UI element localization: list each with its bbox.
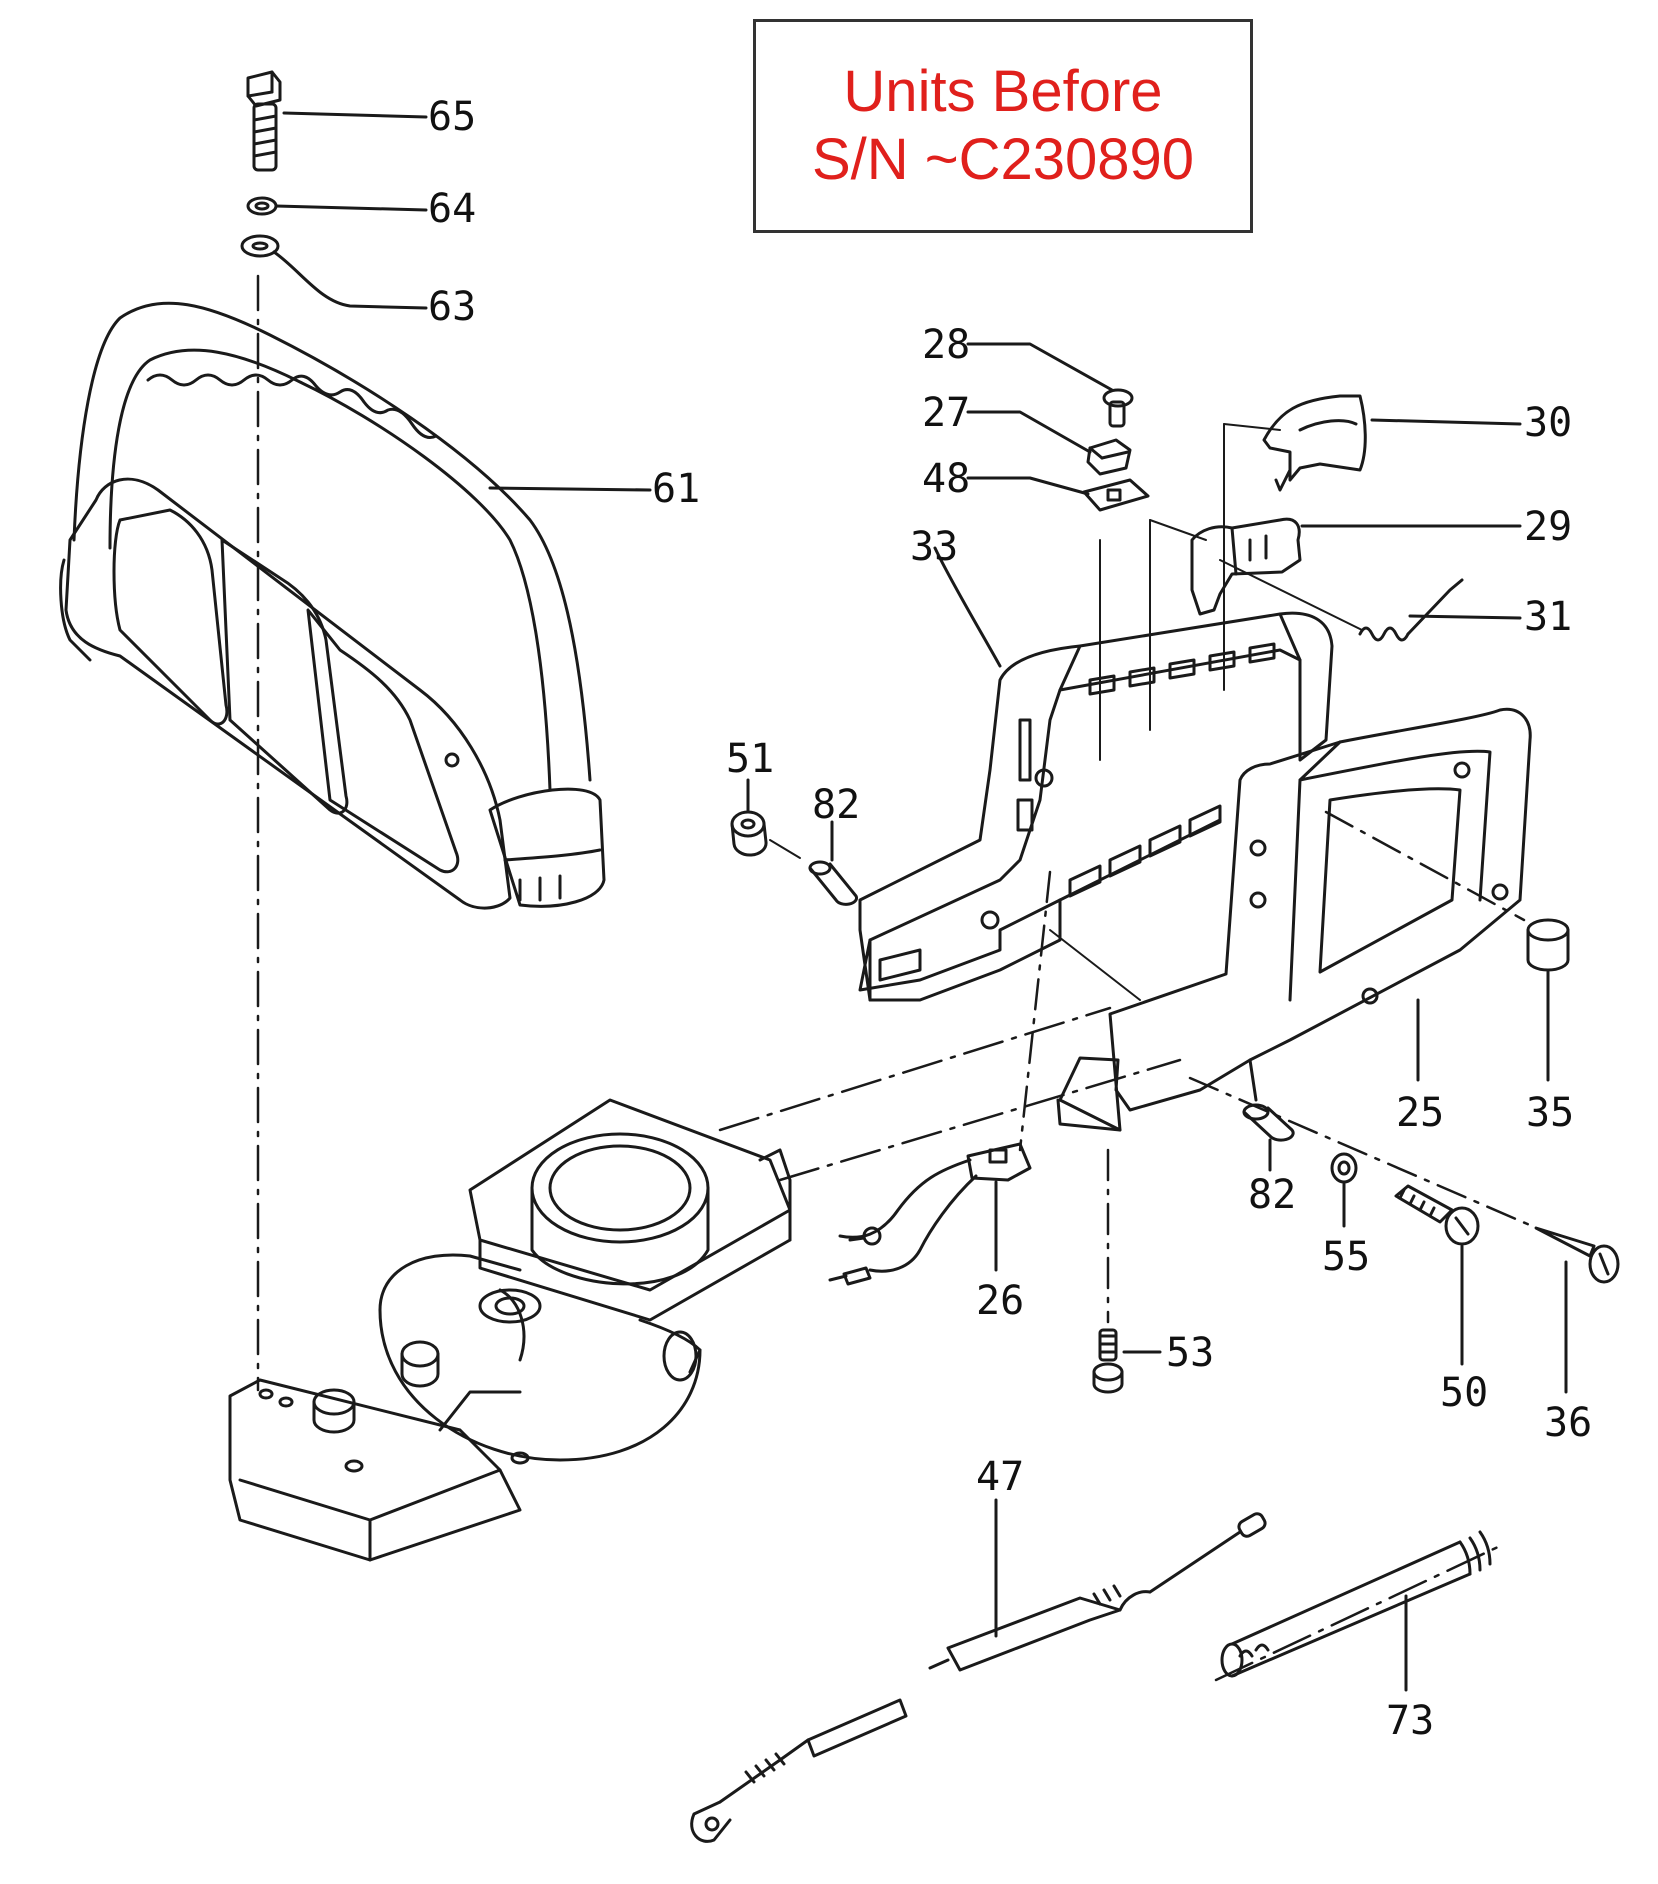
part-61-handle-guard bbox=[59, 301, 606, 910]
part-65-bolt bbox=[246, 70, 282, 172]
leader-65 bbox=[282, 111, 428, 119]
part-29-trigger bbox=[1190, 517, 1302, 616]
part-50-bolt bbox=[1394, 1184, 1480, 1246]
part-28-screw bbox=[1102, 388, 1134, 428]
callout-61: 61 bbox=[652, 466, 700, 512]
callout-25: 25 bbox=[1396, 1090, 1444, 1136]
part-31-spring bbox=[1358, 578, 1464, 642]
callout-36: 36 bbox=[1544, 1400, 1592, 1446]
callout-50: 50 bbox=[1440, 1370, 1488, 1416]
callout-30: 30 bbox=[1524, 400, 1572, 446]
part-55-washer bbox=[1330, 1152, 1358, 1184]
callout-73: 73 bbox=[1386, 1698, 1434, 1744]
callout-28: 28 bbox=[922, 322, 970, 368]
leader-30 bbox=[1370, 418, 1522, 426]
part-26-switch-harness bbox=[828, 1142, 1032, 1286]
leader-33 bbox=[933, 546, 1002, 668]
callout-47: 47 bbox=[976, 1454, 1024, 1500]
part-30-lever bbox=[1262, 394, 1367, 492]
callout-31: 31 bbox=[1524, 594, 1572, 640]
leader-28 bbox=[966, 342, 1114, 392]
callout-82-lower: 82 bbox=[1248, 1172, 1296, 1218]
part-82-lower-pin bbox=[1242, 1103, 1295, 1142]
callout-51: 51 bbox=[726, 736, 774, 782]
part-51-collar bbox=[730, 810, 768, 857]
callout-33: 33 bbox=[910, 524, 958, 570]
part-53-bolt bbox=[1092, 1328, 1124, 1394]
callout-27: 27 bbox=[922, 390, 970, 436]
callout-29: 29 bbox=[1524, 504, 1572, 550]
callout-55: 55 bbox=[1322, 1234, 1370, 1280]
notice-line-2: S/N ~C230890 bbox=[811, 127, 1195, 192]
callout-65: 65 bbox=[428, 94, 476, 140]
callout-26: 26 bbox=[976, 1278, 1024, 1324]
serial-number-notice: Units Before S/N ~C230890 bbox=[753, 19, 1253, 233]
part-33-handle-frame bbox=[858, 611, 1334, 1002]
part-27-block bbox=[1086, 438, 1132, 476]
leader-61 bbox=[488, 486, 652, 492]
leader-27 bbox=[966, 410, 1092, 454]
part-36-screw bbox=[1534, 1226, 1620, 1284]
leader-63 bbox=[272, 250, 428, 310]
leader-64 bbox=[274, 204, 428, 212]
part-47-throttle-cable bbox=[690, 1512, 1267, 1843]
callout-82-upper: 82 bbox=[812, 782, 860, 828]
callout-53: 53 bbox=[1166, 1330, 1214, 1376]
part-35-cap bbox=[1526, 918, 1570, 972]
leader-48 bbox=[966, 476, 1090, 496]
part-63-washer bbox=[240, 234, 280, 258]
part-82-upper-pin bbox=[808, 860, 859, 906]
part-64-clip bbox=[246, 196, 278, 216]
part-25-rear-handle bbox=[1056, 707, 1532, 1132]
callout-48: 48 bbox=[922, 456, 970, 502]
callout-63: 63 bbox=[428, 284, 476, 330]
callout-35: 35 bbox=[1526, 1090, 1574, 1136]
part-73-shaft-sleeve bbox=[1220, 1530, 1492, 1678]
gearbox-housing bbox=[228, 1098, 792, 1562]
part-48-plate bbox=[1082, 478, 1150, 512]
leader-31 bbox=[1408, 614, 1522, 620]
callout-64: 64 bbox=[428, 186, 476, 232]
notice-line-1: Units Before bbox=[843, 59, 1163, 124]
